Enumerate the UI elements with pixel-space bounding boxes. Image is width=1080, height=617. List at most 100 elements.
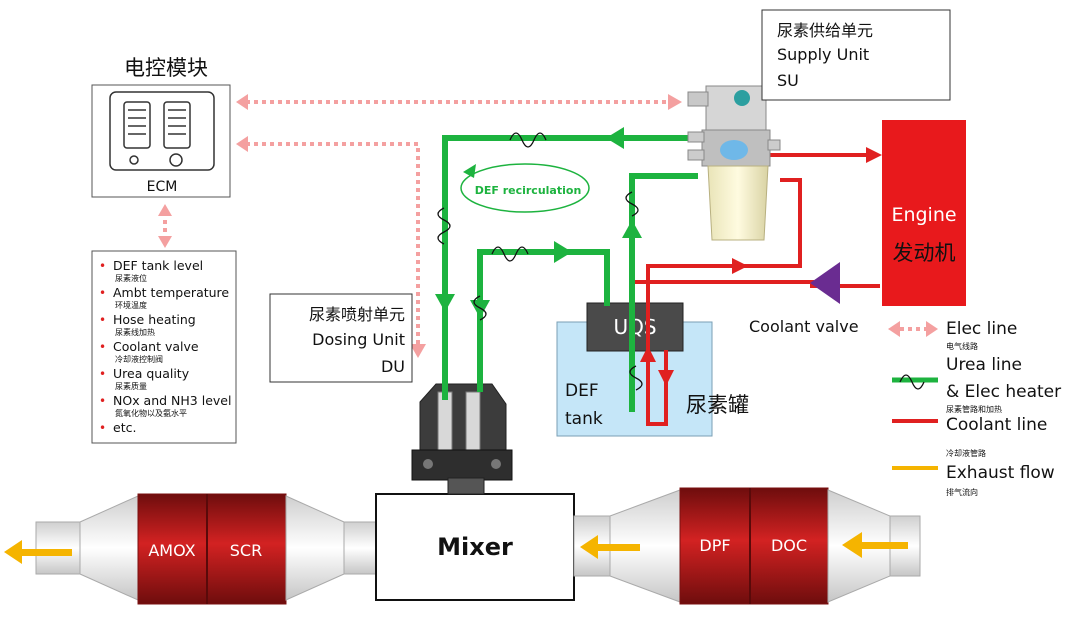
amox-label: AMOX	[148, 541, 195, 560]
dosing-unit-title-cn: 尿素喷射单元	[309, 305, 405, 324]
elec-heater-squiggles	[437, 132, 643, 391]
signal-bullet: •	[99, 286, 106, 300]
coolant-return-loop	[646, 178, 802, 426]
def-tank-label-line2: tank	[565, 409, 603, 429]
signal-item-en: Urea quality	[113, 366, 190, 381]
signal-item-en: DEF tank level	[113, 258, 203, 273]
dosing-unit-label-box	[269, 293, 413, 383]
elec-arrow-ecm-left	[236, 94, 248, 110]
legend-heater-squiggle	[899, 374, 925, 390]
legend-elec-arrow-l	[888, 321, 900, 337]
outlet-cone	[79, 495, 139, 601]
supply-unit-label-box	[761, 9, 951, 101]
dosing-unit-device	[411, 383, 513, 495]
exhaust-flow-arrows	[4, 532, 908, 564]
signal-item-en: NOx and NH3 level	[113, 393, 231, 408]
supply-unit-device	[687, 85, 781, 241]
recirculation-arrow	[463, 164, 476, 178]
elec-ecm-to-du	[246, 142, 420, 346]
urea-arrow-du-left	[435, 294, 455, 312]
legend-urea-cn: 尿素管路和加热	[946, 404, 1002, 414]
ecm-module-icon	[109, 91, 215, 171]
scr-inlet-cone	[285, 495, 345, 601]
exhaust-arrow-outlet	[4, 540, 72, 564]
ecm-signals-box	[91, 250, 237, 444]
signal-bullet: •	[99, 394, 106, 408]
dpf-doc-can	[679, 487, 829, 605]
heater-squiggle-5	[625, 191, 639, 217]
legend-urea-en2: & Elec heater	[946, 382, 1061, 402]
coolant-valve-label: Coolant valve	[749, 317, 859, 336]
signal-item-cn: 尿素质量	[115, 381, 147, 391]
coolant-arrow-tank	[640, 346, 656, 362]
legend-elec-cn: 电气线路	[946, 341, 978, 351]
elec-arrow-su	[668, 94, 682, 110]
heater-squiggle-3	[437, 207, 451, 245]
recirculation-label: DEF recirculation	[475, 184, 582, 197]
urea-arrow-du-right	[470, 300, 490, 318]
signal-item-en: Coolant valve	[113, 339, 199, 354]
urea-tank-return-line	[477, 249, 610, 392]
ecm-title: 电控模块	[124, 56, 208, 80]
heater-squiggle-1	[509, 132, 547, 148]
exhaust-arrow-mixer	[580, 535, 640, 559]
urea-arrow-up	[622, 220, 642, 238]
urea-flow-arrows	[435, 127, 642, 318]
signal-bullet: •	[99, 259, 106, 273]
signal-item-en: Hose heating	[113, 312, 196, 327]
elec-arrow-signal-down	[158, 236, 172, 248]
dosing-unit-title-en: Dosing Unit	[312, 330, 405, 349]
signal-bullet: •	[99, 421, 106, 435]
signal-item-cn: 尿素液位	[115, 273, 147, 283]
elec-lines	[163, 100, 668, 346]
mixer-outlet-pipe	[343, 521, 377, 575]
mixer-label: Mixer	[437, 533, 513, 561]
supply-unit-abbr: SU	[777, 71, 799, 90]
amox-scr-can	[137, 493, 287, 605]
exhaust-pipe-assembly	[35, 487, 921, 605]
tail-pipe	[35, 521, 81, 575]
signal-bullet: •	[99, 340, 106, 354]
heater-squiggle-6	[629, 365, 643, 391]
coolant-valve-symbol	[810, 262, 840, 304]
legend: Elec line 电气线路 Urea line & Elec heater 尿…	[888, 319, 1061, 497]
engine-block	[882, 120, 966, 306]
exhaust-arrow-inlet	[842, 532, 908, 558]
dpf-label: DPF	[699, 536, 730, 555]
tank-title-cn: 尿素罐	[686, 393, 749, 417]
coolant-arrow-mid	[732, 258, 748, 274]
legend-elec-en: Elec line	[946, 319, 1017, 339]
urea-arrow-return	[554, 241, 572, 263]
urea-tank-to-su-line	[629, 173, 698, 412]
supply-unit-title-en: Supply Unit	[777, 45, 869, 64]
def-recirculation-loop	[460, 163, 590, 213]
elec-arrow-signal-up	[158, 204, 172, 216]
heater-squiggle-2	[491, 246, 529, 262]
signal-bullet: •	[99, 367, 106, 381]
def-tank-label-line1: DEF	[565, 381, 599, 401]
heater-squiggle-4	[473, 295, 487, 321]
legend-elec-arrow-r	[926, 321, 938, 337]
dosing-unit-abbr: DU	[381, 357, 405, 376]
legend-coolant-en: Coolant line	[946, 415, 1047, 435]
signal-item-cn: 环境温度	[115, 300, 147, 310]
engine-label-cn: 发动机	[893, 241, 956, 265]
legend-exhaust-cn: 排气流向	[946, 487, 978, 497]
coolant-valve-line	[630, 280, 880, 288]
legend-coolant-cn: 冷却液管路	[946, 448, 986, 458]
elec-arrow-du	[410, 344, 426, 358]
ecm-frame	[91, 84, 231, 198]
signal-item-en: Ambt temperature	[113, 285, 229, 300]
signal-item-cn: 氮氧化物以及氨水平	[115, 408, 187, 418]
signal-item-en: etc.	[113, 420, 136, 435]
urea-arrow-top	[606, 127, 624, 149]
signal-item-cn: 冷却液控制阀	[115, 354, 163, 364]
ecm-label: ECM	[147, 179, 178, 195]
elec-arrow-ecm-left2	[236, 136, 248, 152]
signal-item-cn: 尿素线加热	[115, 327, 155, 337]
signal-bullet: •	[99, 313, 106, 327]
legend-urea-en1: Urea line	[946, 355, 1022, 375]
